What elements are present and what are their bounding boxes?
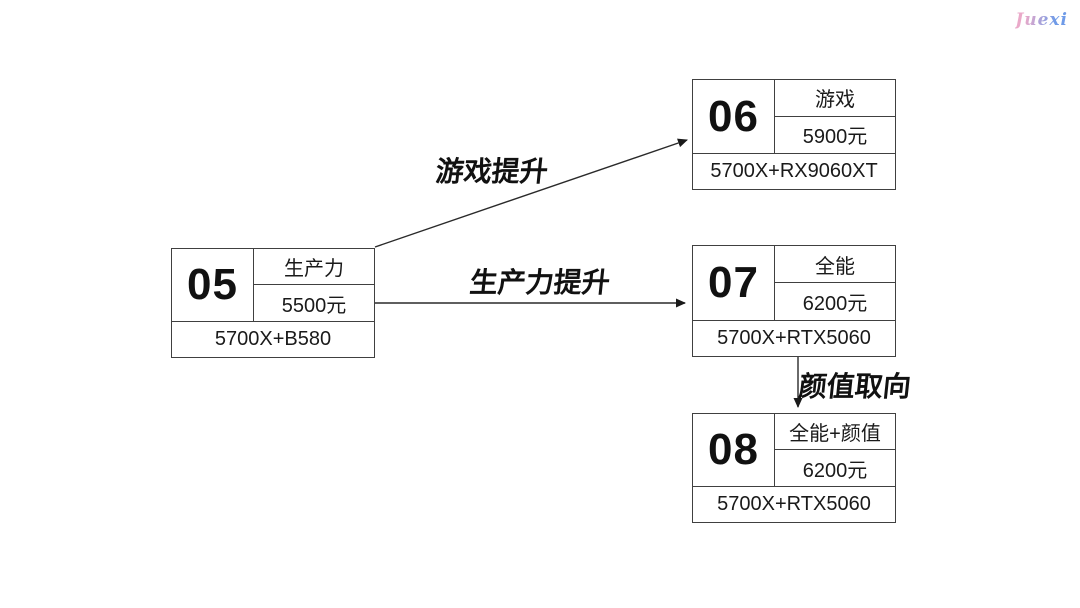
edge-label-productivity-upgrade: 生产力提升 bbox=[468, 267, 612, 298]
node-07-tag: 全能 bbox=[775, 246, 895, 283]
node-08-spec: 5700X+RTX5060 bbox=[693, 486, 895, 522]
node-06-number: 06 bbox=[693, 80, 775, 153]
node-07-price: 6200元 bbox=[775, 283, 895, 320]
node-05: 05 生产力 5500元 5700X+B580 bbox=[171, 248, 375, 358]
node-06-tag: 游戏 bbox=[775, 80, 895, 117]
watermark-signature: Juexi bbox=[1015, 10, 1068, 30]
node-05-tag: 生产力 bbox=[254, 249, 374, 285]
edge-label-looks-orientation: 颜值取向 bbox=[797, 371, 913, 402]
node-05-number: 05 bbox=[172, 249, 254, 321]
node-08-price: 6200元 bbox=[775, 450, 895, 486]
node-07: 07 全能 6200元 5700X+RTX5060 bbox=[692, 245, 896, 357]
node-05-price: 5500元 bbox=[254, 285, 374, 321]
node-05-spec: 5700X+B580 bbox=[172, 321, 374, 357]
node-08-number: 08 bbox=[693, 414, 775, 486]
node-06-price: 5900元 bbox=[775, 116, 895, 153]
node-08-tag: 全能+颜值 bbox=[775, 414, 895, 450]
node-07-number: 07 bbox=[693, 246, 775, 320]
node-07-spec: 5700X+RTX5060 bbox=[693, 320, 895, 356]
edge-label-game-upgrade: 游戏提升 bbox=[434, 156, 550, 187]
node-06: 06 游戏 5900元 5700X+RX9060XT bbox=[692, 79, 896, 190]
node-08: 08 全能+颜值 6200元 5700X+RTX5060 bbox=[692, 413, 896, 523]
node-06-spec: 5700X+RX9060XT bbox=[693, 153, 895, 189]
